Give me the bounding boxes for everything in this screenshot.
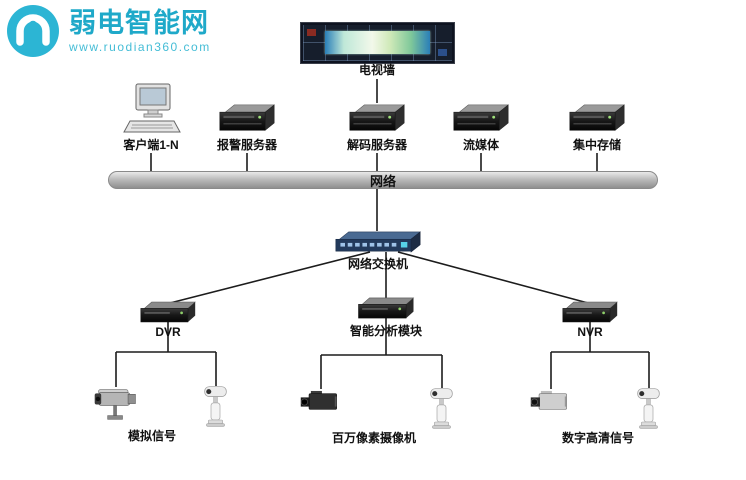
- ptz-camera-icon: [202, 384, 229, 429]
- network-label: 网络: [369, 173, 396, 189]
- box-camera-icon: [528, 388, 574, 416]
- nvr-label: NVR: [577, 325, 603, 339]
- tv-wall-image: [300, 22, 455, 64]
- dvr-icon: [139, 301, 197, 323]
- central-storage-label: 集中存储: [572, 138, 622, 152]
- decode-server-icon: [348, 104, 406, 133]
- dvr-label: DVR: [155, 325, 181, 339]
- streaming-media-label: 流媒体: [462, 138, 500, 152]
- streaming-media-icon: [452, 104, 510, 133]
- network-switch-label: 网络交换机: [347, 257, 409, 271]
- tv-wall-screen-content: [438, 49, 447, 56]
- tv-wall-panorama: [325, 31, 430, 55]
- analog-signal-label: 模拟信号: [127, 429, 177, 443]
- nvr-icon: [561, 301, 619, 323]
- network-switch-icon: [334, 230, 422, 254]
- digital-hd-signal-label: 数字高清信号: [561, 431, 635, 445]
- box-camera-icon: [298, 388, 344, 416]
- alarm-server-label: 报警服务器: [216, 138, 278, 152]
- bullet-camera-icon: [91, 385, 141, 424]
- client-computer-icon: [120, 82, 184, 136]
- network-bus: 网络: [108, 171, 658, 189]
- client-label: 客户端1-N: [123, 138, 179, 152]
- central-storage-icon: [568, 104, 626, 133]
- brand-text: 弱电智能网 www.ruodian360.com: [69, 8, 211, 54]
- tv-wall-label: 电视墙: [358, 63, 396, 77]
- analysis-module-label: 智能分析模块: [349, 324, 423, 338]
- ptz-camera-icon: [635, 386, 662, 431]
- tv-wall-screen-content: [307, 29, 316, 36]
- ptz-camera-icon: [428, 386, 455, 431]
- decode-server-label: 解码服务器: [346, 138, 408, 152]
- brand-logo: 弱电智能网 www.ruodian360.com: [6, 4, 211, 58]
- analysis-module-icon: [354, 297, 418, 319]
- brand-name: 弱电智能网: [69, 8, 209, 38]
- alarm-server-icon: [218, 104, 276, 133]
- megapixel-camera-label: 百万像素摄像机: [331, 431, 417, 445]
- brand-url: www.ruodian360.com: [69, 40, 211, 54]
- brand-logo-icon: [6, 4, 60, 58]
